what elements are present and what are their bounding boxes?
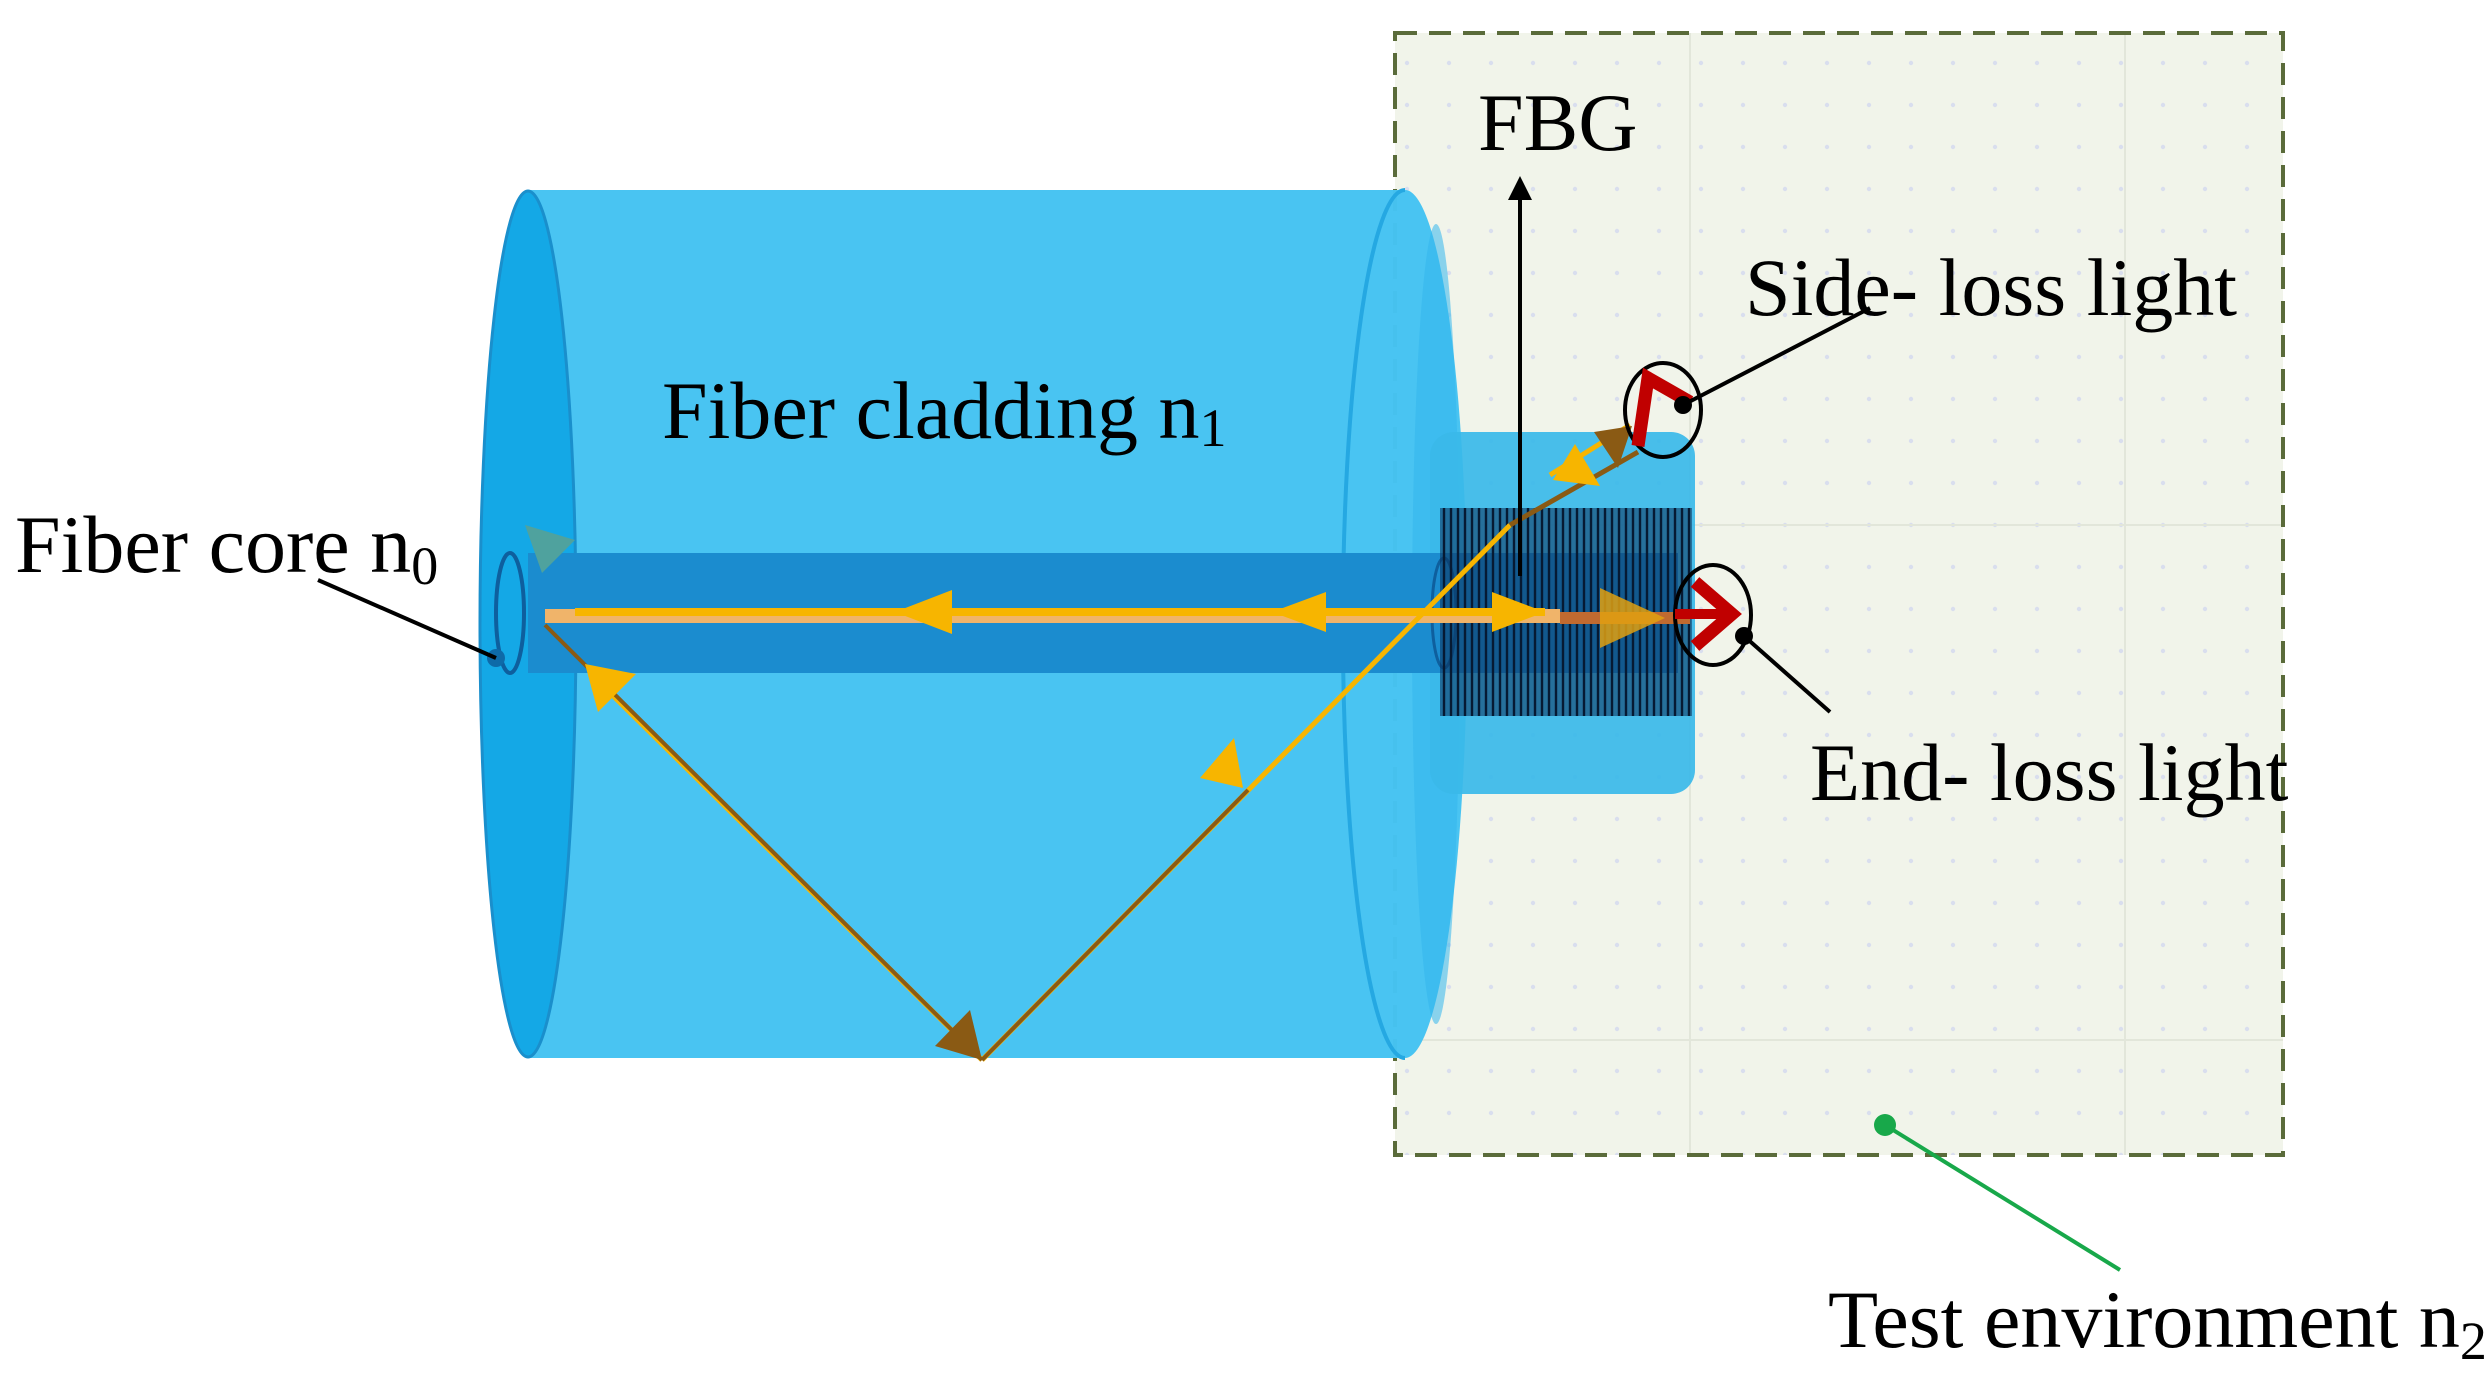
test-environment-label-subscript: 2	[2460, 1311, 2487, 1371]
guided-light-rays	[525, 525, 1690, 648]
fiber-core-label-subscript: 0	[411, 536, 438, 596]
side-loss-marker	[1623, 306, 1871, 459]
fiber-cladding-label-text: Fiber cladding n	[662, 365, 1199, 456]
core-pointer-line	[317, 578, 497, 660]
environment-pointer	[1874, 1114, 2122, 1272]
end-loss-label: End- loss light	[1810, 727, 2289, 818]
test-environment-region	[1393, 31, 2285, 1157]
fbg-label: FBG	[1478, 77, 1638, 168]
fiber-cladding-label: Fiber cladding n1	[662, 365, 1226, 458]
test-environment-label-text: Test environment n	[1828, 1274, 2460, 1365]
test-environment-label: Test environment n2	[1828, 1274, 2487, 1371]
cladding-mode-rays	[543, 422, 1640, 1062]
end-loss-marker	[1673, 563, 1832, 714]
side-loss-label: Side- loss light	[1745, 242, 2237, 333]
fiber-core-label-text: Fiber core n	[15, 499, 411, 590]
fiber-core-label: Fiber core n0	[15, 499, 438, 596]
fiber-cladding-label-subscript: 1	[1199, 398, 1226, 458]
